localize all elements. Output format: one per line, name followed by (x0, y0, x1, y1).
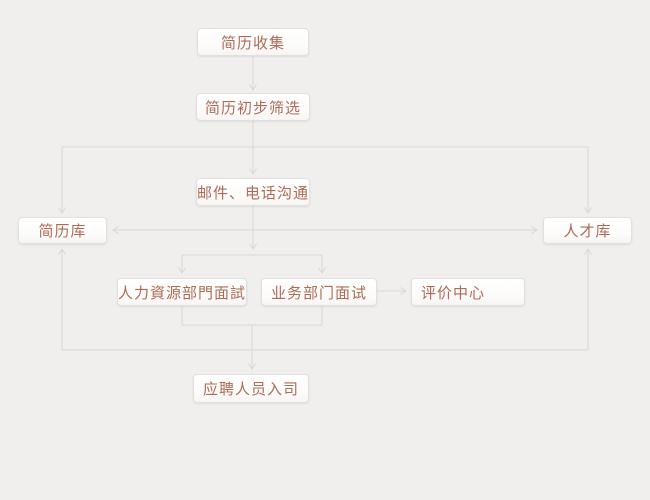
node-evaluation-center[interactable]: 评价中心 (411, 278, 525, 306)
node-talent-bank[interactable]: 人才库 (543, 217, 632, 244)
node-resume-collection[interactable]: 简历收集 (197, 28, 309, 56)
node-candidate-onboarding[interactable]: 应聘人员入司 (193, 374, 309, 403)
node-resume-screening[interactable]: 简历初步筛选 (196, 93, 310, 121)
node-hr-interview[interactable]: 人力資源部門面試 (117, 278, 247, 306)
node-business-interview[interactable]: 业务部门面试 (261, 278, 377, 306)
node-email-phone-contact[interactable]: 邮件、电话沟通 (196, 178, 310, 206)
node-resume-bank[interactable]: 简历库 (18, 217, 107, 244)
